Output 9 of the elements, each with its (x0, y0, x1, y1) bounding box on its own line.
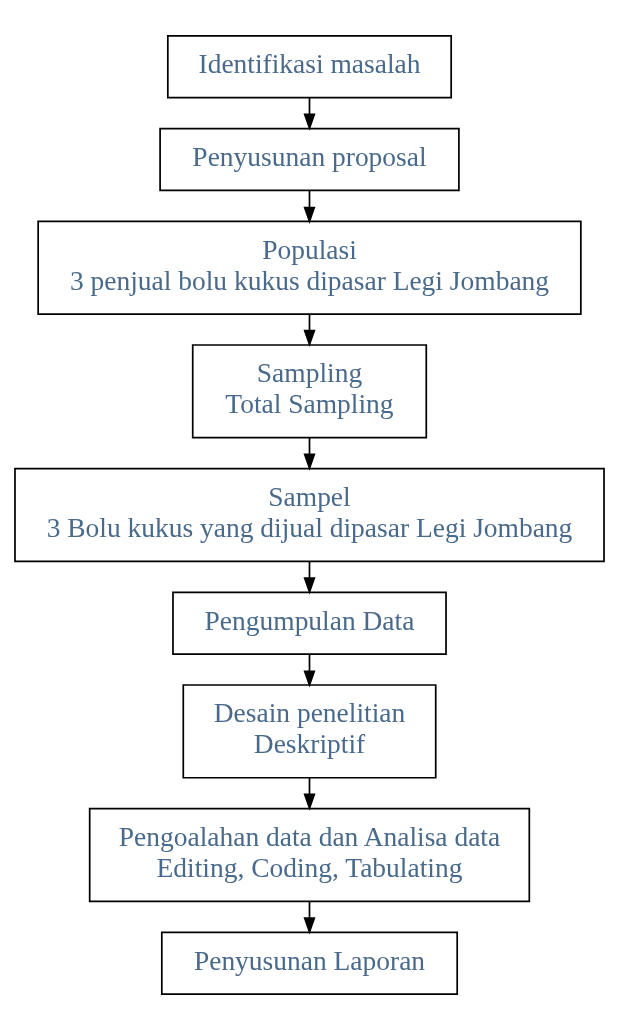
node-box: Pengoalahan data dan Analisa data Editing, Coding, Tabulating (88, 807, 531, 903)
node-box: Sampling Total Sampling (191, 344, 428, 439)
node-box: Penyusunan Laporan (160, 931, 459, 995)
node-box: Identifikasi masalah (166, 35, 453, 99)
node-box: Populasi 3 penjual bolu kukus dipasar Legi Jombang (37, 220, 582, 315)
node-box: Desain penelitian Deskriptif (182, 684, 437, 779)
node-box: Pengumpulan Data (172, 591, 447, 655)
node-box: Penyusunan proposal (159, 127, 460, 192)
node-box: Sampel 3 Bolu kukus yang dijual dipasar Legi Jombang (14, 467, 605, 563)
